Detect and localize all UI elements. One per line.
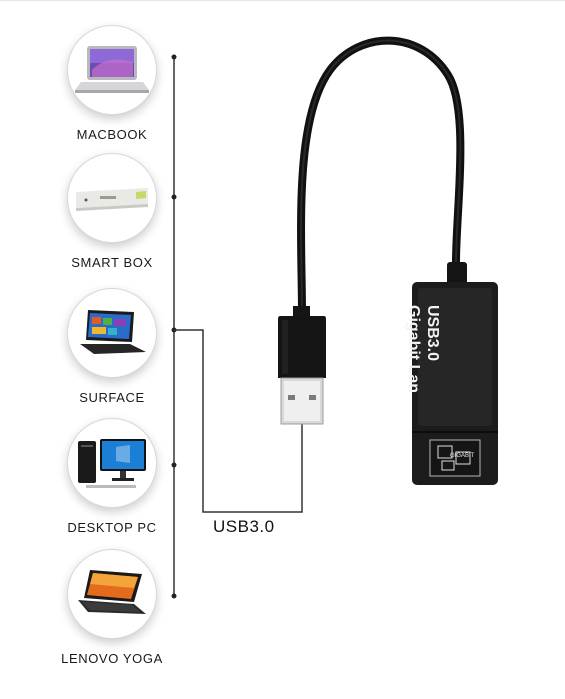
connector-bracket (171, 54, 303, 599)
device-smart-box: SMART BOX (55, 153, 169, 270)
adapter-label-line2: Gigabit Lan (405, 305, 422, 393)
desktop-pc-icon (67, 418, 157, 508)
convertible-laptop-icon (67, 549, 157, 639)
set-top-box-icon (67, 153, 157, 243)
device-label: LENOVO YOGA (61, 651, 163, 666)
device-lenovo-yoga: LENOVO YOGA (55, 549, 169, 666)
device-label: SMART BOX (71, 255, 153, 270)
cable-label: USB3.0 (213, 517, 275, 536)
top-divider (0, 0, 565, 1)
device-macbook: MACBOOK (55, 25, 169, 142)
gigabit-port-icon (437, 445, 471, 471)
device-desktop-pc: DESKTOP PC (55, 418, 169, 535)
device-label: MACBOOK (76, 127, 148, 142)
adapter-label-line1: USB3.0 (424, 305, 441, 362)
port-badge-text: GIGABIT (450, 453, 475, 459)
device-label: SURFACE (79, 390, 145, 405)
ethernet-adapter (412, 262, 498, 485)
laptop-icon (67, 25, 157, 115)
device-surface: SURFACE (55, 288, 169, 405)
tablet-icon (67, 288, 157, 378)
device-label: DESKTOP PC (67, 520, 157, 535)
usb-a-plug-icon (278, 306, 326, 425)
usb-cable (297, 36, 465, 318)
